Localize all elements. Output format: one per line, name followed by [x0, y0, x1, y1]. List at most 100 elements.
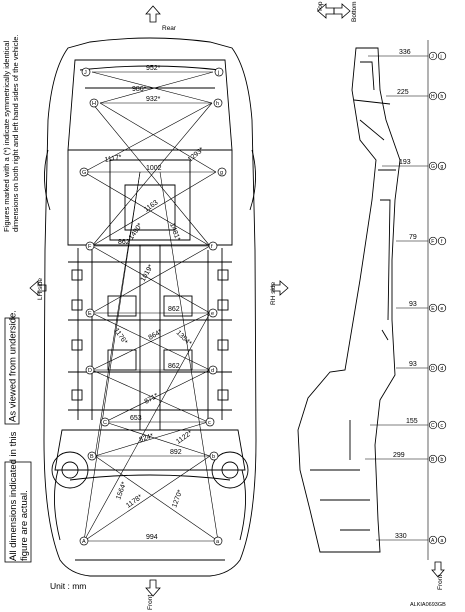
- side-view-dimension-lines: [365, 40, 429, 560]
- svg-text:J: J: [431, 54, 434, 60]
- svg-text:C: C: [431, 423, 435, 429]
- svg-text:As viewed from underside.: As viewed from underside.: [8, 310, 19, 422]
- dim-f-f: 862: [118, 239, 130, 246]
- front-arrow-icon: [145, 579, 161, 597]
- height-c-points: C c: [428, 420, 447, 430]
- svg-text:c: c: [441, 423, 444, 429]
- dim-i-g: 1293*: [187, 146, 206, 163]
- unit-label: Unit : mm: [50, 581, 86, 591]
- svg-text:D: D: [88, 368, 92, 374]
- height-d-value: 93: [409, 361, 417, 368]
- rh-side-arrow-icon: [271, 280, 289, 296]
- height-a-points: A a: [428, 535, 447, 545]
- svg-text:d: d: [441, 366, 444, 372]
- svg-text:G: G: [431, 164, 435, 170]
- rear-arrow-icon: [145, 5, 161, 23]
- svg-text:d: d: [211, 368, 214, 374]
- svg-text:a: a: [441, 538, 444, 544]
- dim-j-i: 952*: [146, 65, 161, 72]
- rh-side-label: RH side: [270, 281, 277, 305]
- side-view-front-label: Front: [437, 575, 444, 590]
- svg-text:H: H: [431, 94, 435, 100]
- underbody-outline: [43, 37, 257, 577]
- svg-text:H: H: [92, 101, 96, 107]
- height-e-value: 93: [409, 301, 417, 308]
- point-B: B: [87, 451, 97, 461]
- svg-text:e: e: [211, 311, 214, 317]
- side-view-heights: 336 J j 225 H h 193 G g 79 F f 93 E e 93: [393, 49, 447, 545]
- svg-text:B: B: [90, 454, 94, 460]
- point-b: b: [209, 451, 219, 461]
- reference-code: ALKIA0693GB: [410, 602, 446, 608]
- height-g-value: 193: [399, 159, 411, 166]
- bottom-arrow-icon: [333, 3, 351, 19]
- svg-text:A: A: [82, 539, 86, 545]
- dim-ed-diag: 864*: [148, 328, 164, 341]
- svg-text:b: b: [441, 457, 444, 463]
- svg-text:g: g: [220, 170, 223, 176]
- point-e: e: [208, 308, 218, 318]
- svg-text:f: f: [441, 239, 443, 245]
- svg-text:h: h: [441, 94, 444, 100]
- dim-f-e: 1019*: [140, 263, 155, 283]
- height-f-points: F f: [428, 236, 447, 246]
- point-A: A: [79, 536, 89, 546]
- svg-text:g: g: [441, 164, 444, 170]
- dim-j-h: 986*: [132, 86, 147, 93]
- svg-text:F: F: [431, 239, 434, 245]
- height-e-points: E e: [428, 303, 447, 313]
- height-j-value: 336: [399, 49, 411, 56]
- svg-text:dimensions on both right and l: dimensions on both right and left hand s…: [11, 34, 20, 232]
- actual-dimensions-note: All dimensions indicated in this figure …: [4, 431, 32, 563]
- dim-fg-diag2: 1481*: [168, 222, 181, 242]
- dim-b-b: 892: [170, 449, 182, 456]
- svg-text:figure are actual.: figure are actual.: [19, 490, 30, 561]
- svg-text:B: B: [431, 457, 435, 463]
- front-label: Front: [147, 595, 154, 610]
- lh-side-label: LH side: [37, 278, 44, 300]
- svg-text:J: J: [84, 70, 87, 76]
- svg-text:G: G: [82, 170, 86, 176]
- svg-text:a: a: [216, 539, 220, 545]
- height-b-value: 299: [393, 452, 405, 459]
- point-g: g: [217, 167, 227, 177]
- height-g-points: G g: [428, 161, 447, 171]
- dim-a-a: 994: [146, 534, 158, 541]
- point-a: a: [213, 536, 223, 546]
- height-d-points: D d: [428, 363, 447, 373]
- svg-text:b: b: [212, 454, 215, 460]
- height-f-value: 79: [409, 234, 417, 241]
- symmetric-note: Figures marked with a (*) indicate symme…: [2, 34, 20, 232]
- dim-e-d2: 1354*: [175, 329, 193, 347]
- point-c: c: [205, 417, 215, 427]
- svg-text:D: D: [431, 366, 435, 372]
- viewed-from-note: As viewed from underside.: [4, 310, 20, 425]
- svg-text:E: E: [431, 306, 435, 312]
- svg-text:C: C: [103, 420, 107, 426]
- dim-e-e: 862: [168, 306, 180, 313]
- height-a-value: 330: [395, 533, 407, 540]
- height-b-points: B b: [428, 454, 447, 464]
- dim-c-c: 653: [130, 415, 142, 422]
- height-h-points: H h: [428, 91, 447, 101]
- side-view-front-arrow-icon: [431, 561, 445, 578]
- point-j: j: [214, 67, 224, 77]
- svg-text:j: j: [217, 70, 219, 76]
- point-D: D: [85, 365, 95, 375]
- top-label: Top: [317, 1, 324, 12]
- dim-c-b: 824*: [138, 433, 154, 444]
- height-h-value: 225: [397, 89, 409, 96]
- svg-text:F: F: [88, 244, 92, 250]
- point-G: G: [79, 167, 89, 177]
- svg-text:j: j: [440, 54, 442, 60]
- lh-side-arrow-icon: [29, 280, 47, 296]
- svg-text:h: h: [216, 101, 219, 107]
- rear-label: Rear: [162, 25, 177, 32]
- dim-g-g: 1002: [146, 165, 162, 172]
- point-d: d: [208, 365, 218, 375]
- svg-text:A: A: [431, 538, 435, 544]
- height-c-value: 155: [406, 418, 418, 425]
- dim-a-b2: 1270*: [171, 489, 184, 509]
- dim-g-h: 1117*: [104, 154, 122, 164]
